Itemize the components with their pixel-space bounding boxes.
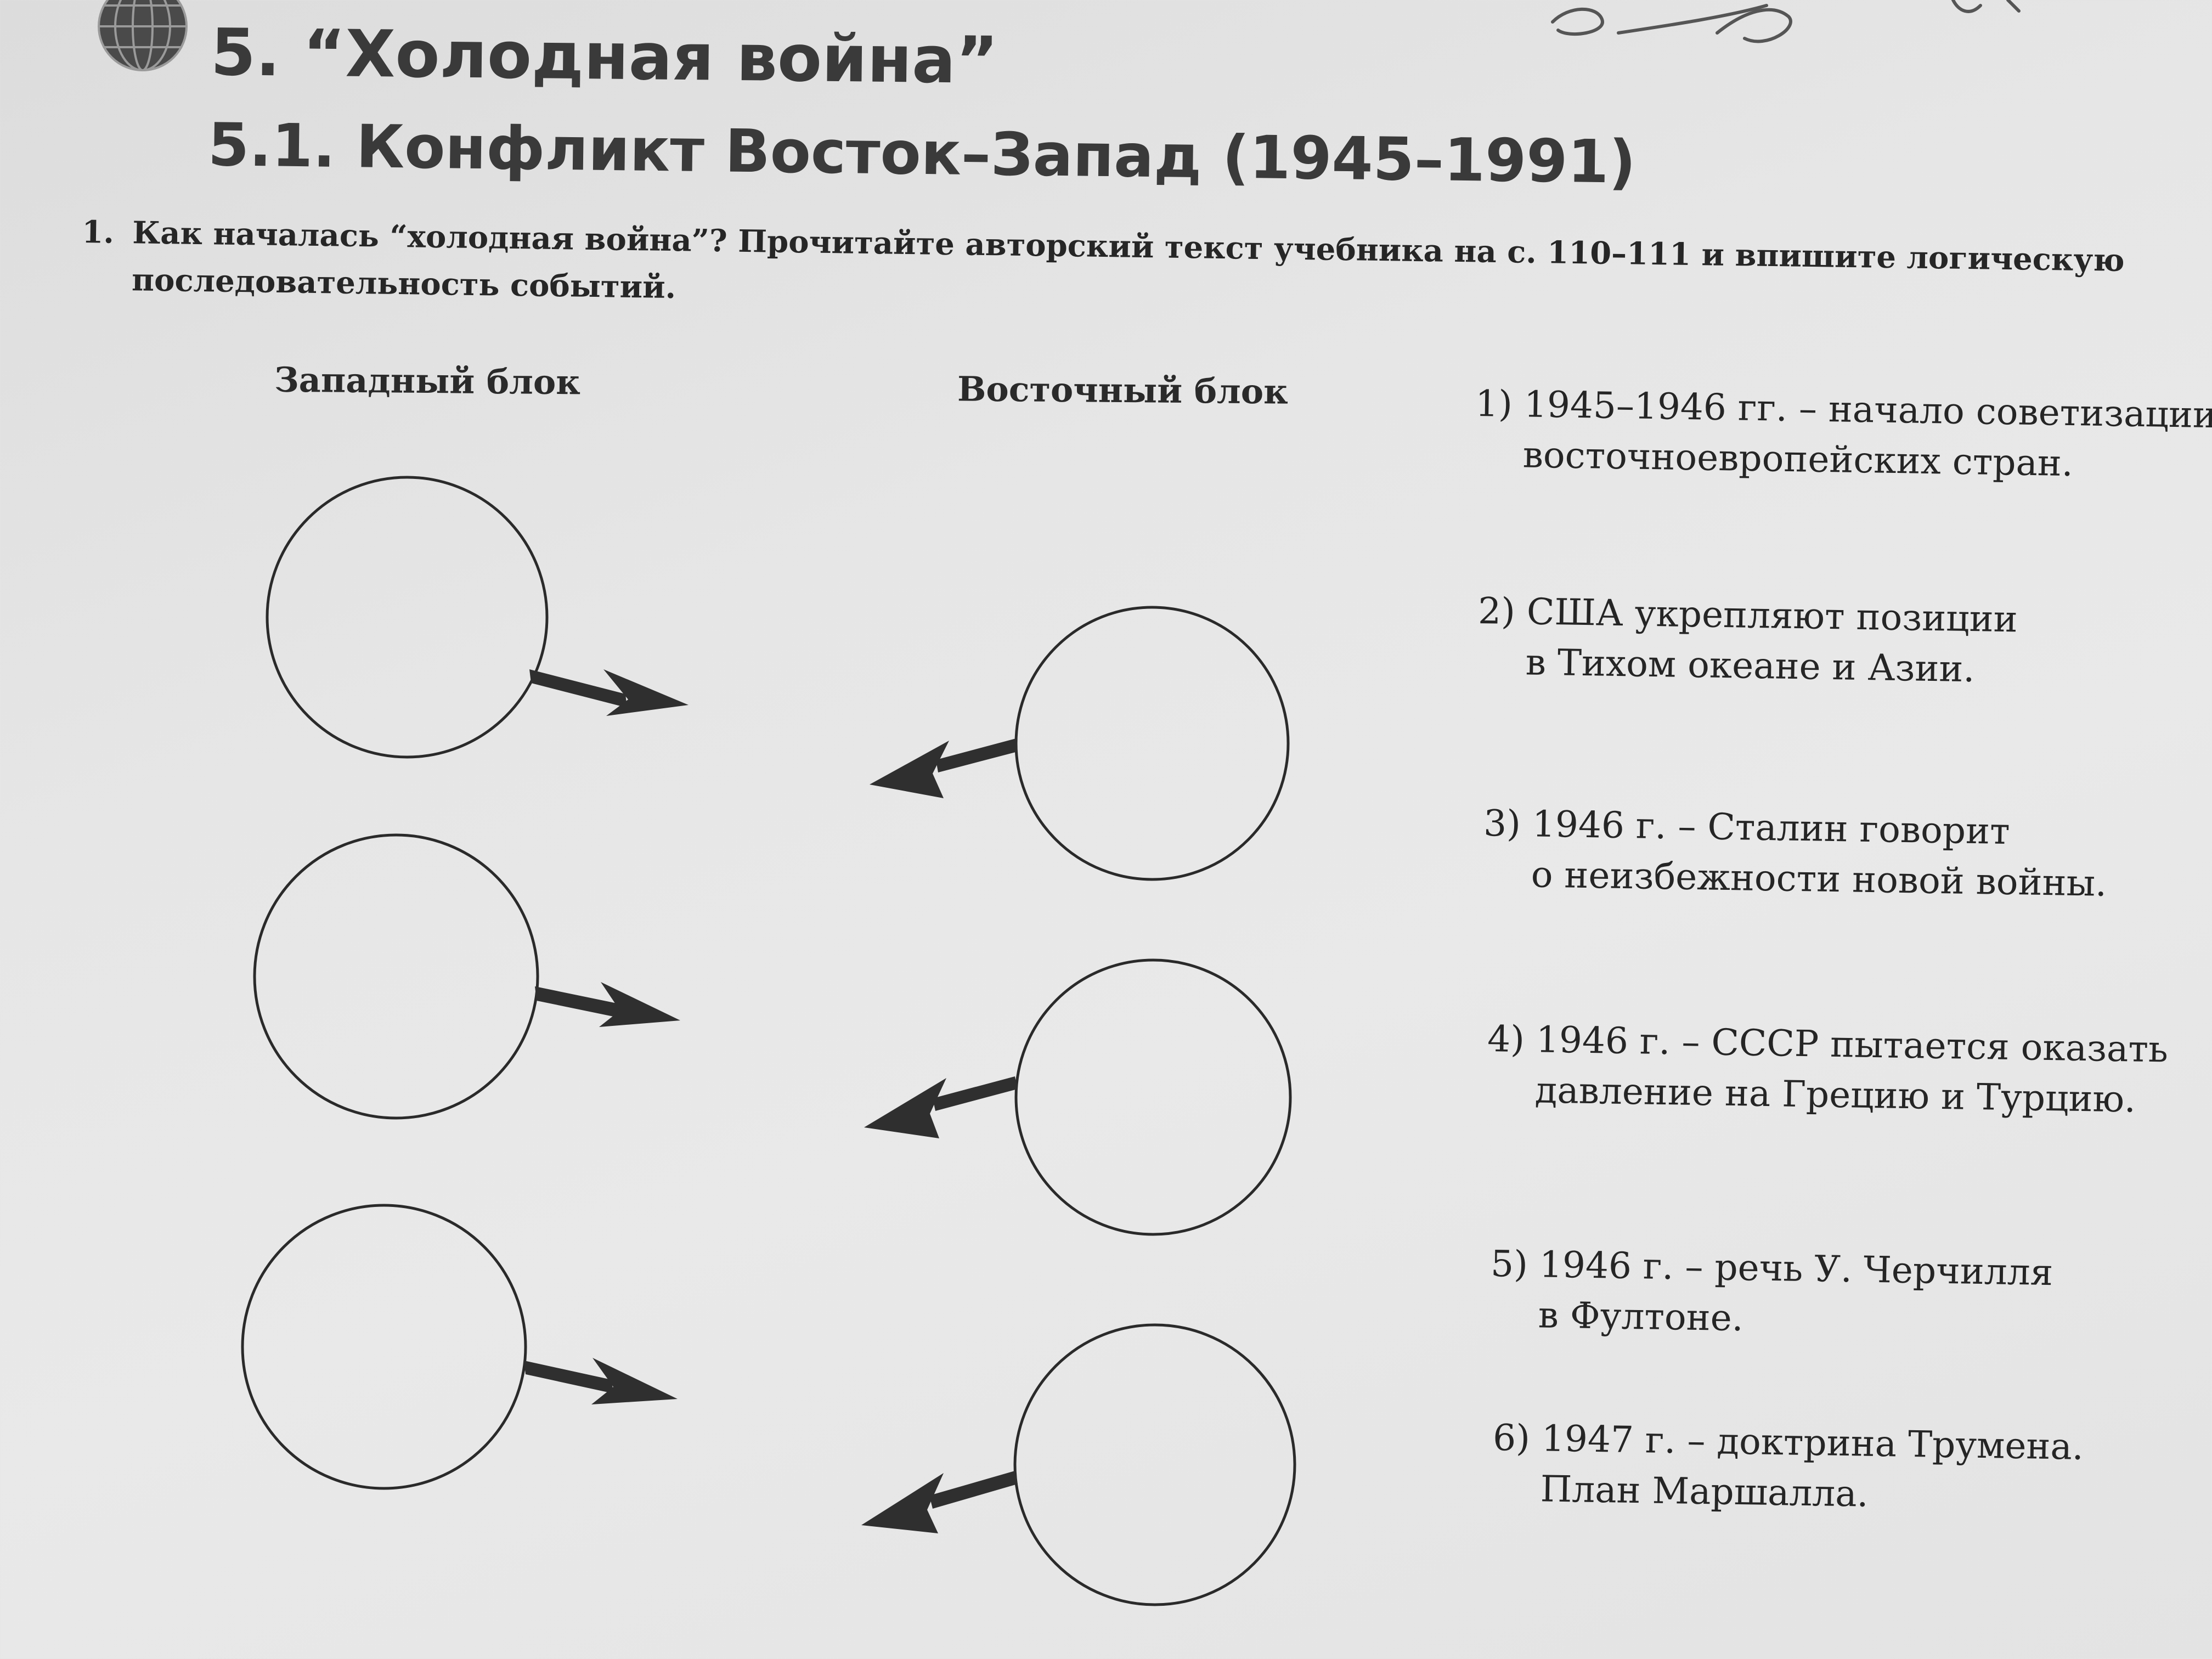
event-item-6: 6) 1947 г. – доктрина Трумена. План Марш…	[1492, 1413, 2084, 1523]
event-2-line2: в Тихом океане и Азии.	[1525, 641, 1976, 691]
event-1-line1: 1) 1945–1946 гг. – начало советизации	[1475, 382, 2212, 437]
event-4-line2: давление на Грецию и Турцию.	[1534, 1069, 2136, 1121]
event-3-line2: о неизбежности новой войны.	[1531, 853, 2107, 905]
event-6-line2: План Маршалла.	[1540, 1468, 1869, 1515]
event-item-4: 4) 1946 г. – СССР пытается оказать давле…	[1486, 1014, 2169, 1125]
event-item-3: 3) 1946 г. – Сталин говорит о неизбежнос…	[1482, 798, 2108, 909]
east-circle-3[interactable]	[1013, 1323, 1296, 1606]
arrow-right-icon-2	[535, 982, 680, 1027]
arrow-left-icon-1	[870, 738, 1018, 798]
east-circle-1[interactable]	[1014, 606, 1290, 881]
event-item-5: 5) 1946 г. – речь У. Черчилля в Фултоне.	[1489, 1239, 2053, 1348]
west-circle-2[interactable]	[253, 833, 539, 1120]
arrow-left-icon-3	[861, 1471, 1018, 1533]
east-circle-2[interactable]	[1014, 958, 1292, 1236]
event-3-line1: 3) 1946 г. – Сталин говорит	[1483, 802, 2011, 853]
handwritten-mark	[1551, 0, 2021, 43]
globe-icon	[98, 0, 188, 71]
event-6-line1: 6) 1947 г. – доктрина Трумена.	[1492, 1416, 2084, 1468]
arrow-left-icon-2	[864, 1076, 1018, 1138]
arrow-right-icon-3	[524, 1358, 678, 1404]
event-2-line1: 2) США укрепляют позиции	[1477, 589, 2018, 641]
event-4-line1: 4) 1946 г. – СССР пытается оказать	[1487, 1017, 2169, 1071]
event-item-1: 1) 1945–1946 гг. – начало советизации во…	[1474, 379, 2212, 491]
event-5-line1: 5) 1946 г. – речь У. Черчилля	[1490, 1242, 2053, 1294]
west-circle-3[interactable]	[241, 1204, 527, 1490]
arrow-right-icon-1	[529, 669, 689, 716]
west-circle-1[interactable]	[266, 476, 549, 759]
event-item-2: 2) США укрепляют позиции в Тихом океане …	[1477, 586, 2018, 695]
event-5-line2: в Фултоне.	[1538, 1294, 1744, 1340]
